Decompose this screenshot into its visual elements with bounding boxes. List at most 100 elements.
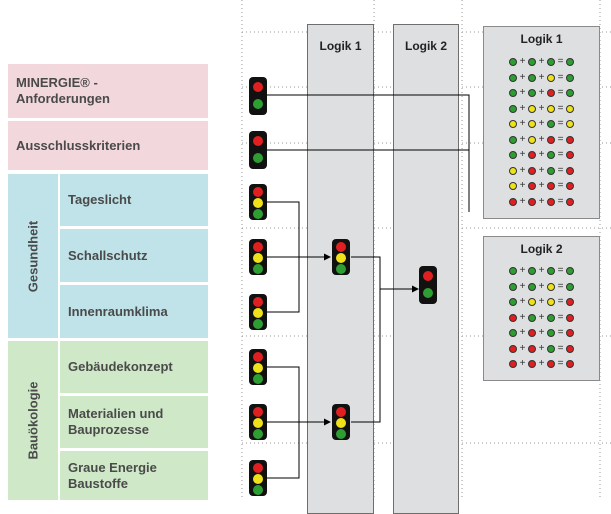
operator: = [557, 133, 564, 145]
operator: + [519, 342, 526, 354]
logik-2-row: ++= [484, 328, 599, 339]
light-dot [566, 104, 574, 113]
operator: = [557, 296, 564, 307]
light-dot [547, 267, 555, 275]
light-dot [547, 104, 555, 113]
light-dot [509, 329, 517, 337]
operator: = [557, 71, 564, 83]
lamp [253, 319, 263, 329]
operator: + [538, 296, 545, 307]
light-dot [547, 313, 555, 322]
operator: + [519, 327, 526, 338]
lamp [253, 253, 263, 263]
category-graue-energie: Graue Energie Baustoffe [60, 451, 208, 500]
light-dot [566, 58, 574, 66]
group-bauoekologie: Bauökologie [8, 341, 58, 500]
traffic-light-logik1-gesundheit [332, 239, 350, 275]
traffic-light-innenraumklima [249, 294, 267, 330]
light-dot [566, 197, 574, 206]
logik-2-row: ++= [484, 280, 599, 293]
operator: = [557, 87, 564, 98]
logik-2-row: ++= [484, 359, 599, 370]
light-dot [509, 73, 517, 82]
light-dot [528, 104, 536, 113]
light-dot [566, 135, 574, 144]
category-gebaeudekonzept: Gebäudekonzept [60, 341, 208, 393]
traffic-light-minergie [249, 77, 267, 115]
lamp [253, 407, 263, 417]
light-dot [509, 182, 517, 190]
lamp [253, 99, 263, 109]
operator: + [519, 296, 526, 307]
operator: = [557, 280, 564, 292]
light-dot [547, 58, 555, 66]
lamp [253, 418, 263, 428]
lamp [253, 153, 263, 163]
light-dot [547, 360, 555, 368]
logik-1-row: ++= [484, 103, 599, 115]
light-dot [547, 329, 555, 337]
light-dot [528, 120, 536, 128]
logik-2-row: ++= [484, 342, 599, 355]
light-dot [528, 360, 536, 368]
light-dot [528, 197, 536, 206]
light-dot [509, 360, 517, 368]
logik-1-row: ++= [484, 88, 599, 99]
operator: + [538, 265, 545, 276]
lamp [423, 271, 433, 281]
category-schallschutz: Schallschutz [60, 229, 208, 282]
operator: + [538, 164, 545, 176]
operator: + [519, 133, 526, 145]
operator: = [557, 358, 564, 369]
light-dot [528, 135, 536, 144]
operator: = [557, 265, 564, 276]
light-dot [528, 151, 536, 159]
traffic-light-logik2-result [419, 266, 437, 304]
operator: = [557, 342, 564, 354]
light-dot [547, 73, 555, 82]
light-dot [528, 282, 536, 291]
operator: + [519, 180, 526, 191]
light-dot [528, 313, 536, 322]
operator: + [519, 71, 526, 83]
operator: + [519, 280, 526, 292]
operator: + [538, 118, 545, 129]
lamp [253, 352, 263, 362]
light-dot [528, 73, 536, 82]
lamp [253, 308, 263, 318]
logik-1-row: ++= [484, 71, 599, 84]
light-dot [547, 344, 555, 353]
group-gesundheit: Gesundheit [8, 174, 58, 338]
operator: = [557, 164, 564, 176]
light-dot [547, 120, 555, 128]
connector-lines [267, 94, 470, 479]
lamp [253, 242, 263, 252]
traffic-light-gebaeudekonzept [249, 349, 267, 385]
lamp [336, 429, 346, 439]
light-dot [528, 267, 536, 275]
light-dot [528, 166, 536, 175]
logik-1-row: ++= [484, 150, 599, 161]
operator: + [519, 56, 526, 67]
light-dot [509, 151, 517, 159]
light-dot [566, 267, 574, 275]
logik-1-row: ++= [484, 57, 599, 68]
light-dot [547, 135, 555, 144]
light-dot [566, 344, 574, 353]
category-tageslicht: Tageslicht [60, 174, 208, 226]
lamp [253, 485, 263, 495]
lamp [253, 136, 263, 146]
operator: = [557, 118, 564, 129]
light-dot [566, 120, 574, 128]
light-dot [528, 298, 536, 306]
operator: = [557, 311, 564, 323]
operator: + [538, 56, 545, 67]
light-dot [509, 313, 517, 322]
operator: = [557, 195, 564, 207]
operator: + [538, 133, 545, 145]
logik-2-row: + + = [484, 297, 599, 308]
light-dot [528, 329, 536, 337]
lamp [336, 253, 346, 263]
light-dot [509, 89, 517, 97]
operator: + [519, 118, 526, 129]
